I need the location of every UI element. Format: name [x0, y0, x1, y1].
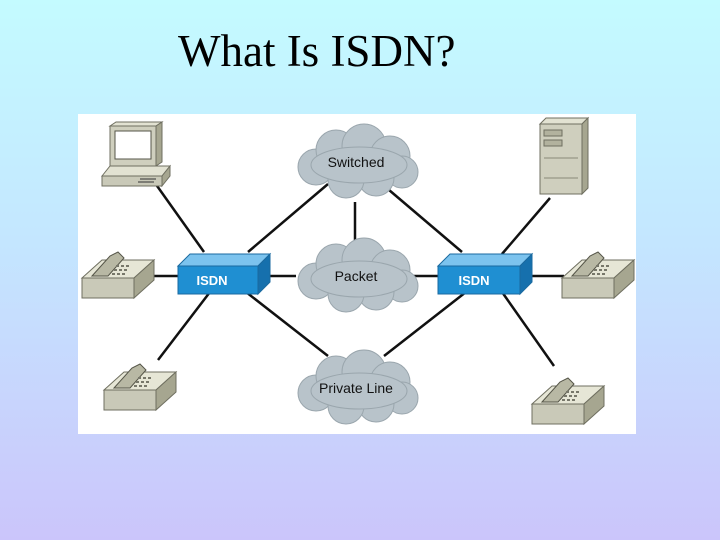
private-line-cloud-label: Private Line: [319, 380, 393, 396]
link-switched-to-right-isdn: [381, 183, 463, 253]
link-private-line-to-right-isdn: [383, 291, 467, 357]
switched-cloud-label: Switched: [328, 154, 385, 170]
private-line-cloud: Private Line: [297, 349, 419, 425]
link-bottom-left-phone-to-left-isdn: [157, 291, 211, 361]
switched-cloud: Switched: [297, 123, 419, 199]
link-left-isdn-to-private-line: [245, 291, 329, 357]
right-isdn-switch: ISDN: [436, 252, 534, 296]
right-phone-icon: [561, 251, 635, 299]
link-server-to-right-isdn: [501, 197, 551, 255]
link-right-isdn-to-bottom-right-phone: [500, 291, 556, 367]
left-isdn-switch: ISDN: [176, 252, 272, 296]
packet-cloud: Packet: [297, 237, 419, 313]
left-isdn-label: ISDN: [196, 273, 227, 288]
bottom-left-phone-icon: [103, 363, 177, 411]
slide-title: What Is ISDN?: [178, 26, 456, 76]
server-icon: [538, 116, 590, 196]
right-isdn-label: ISDN: [458, 273, 489, 288]
link-pc-to-left-isdn: [148, 175, 206, 253]
bottom-right-phone-icon: [531, 377, 605, 425]
packet-cloud-label: Packet: [335, 268, 378, 284]
pc-computer-icon: [100, 121, 172, 188]
left-phone-icon: [81, 251, 155, 299]
isdn-network-diagram: Switched Packet Private Line ISDN ISDN: [78, 114, 636, 434]
link-left-isdn-to-switched: [247, 183, 329, 253]
